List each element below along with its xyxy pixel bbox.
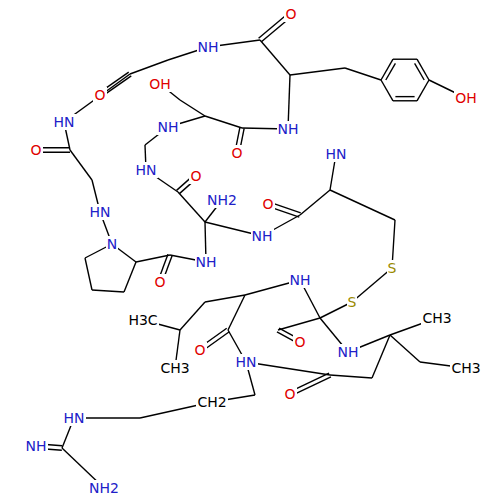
- bond-line: [278, 318, 320, 330]
- bond-line: [178, 192, 205, 222]
- bond-line: [130, 60, 168, 74]
- atom-label: HN: [135, 162, 158, 178]
- bond-line: [395, 96, 414, 97]
- atom-label: OH: [454, 90, 478, 106]
- atom-label: S: [387, 260, 398, 276]
- atom-label: NH: [277, 121, 300, 137]
- bond-line: [390, 335, 420, 362]
- bond-line: [345, 68, 381, 80]
- atom-label: O: [193, 342, 206, 358]
- atom-label: HN: [89, 204, 112, 220]
- bond-line: [372, 335, 390, 378]
- bond-line: [180, 302, 205, 330]
- bond-line: [205, 116, 242, 128]
- bond-line: [393, 100, 417, 101]
- bond-line: [70, 150, 92, 180]
- atom-label: NH: [197, 39, 220, 55]
- atom-label: NH: [195, 254, 218, 270]
- atom-label: S: [347, 294, 358, 310]
- atom-label: NH: [251, 228, 274, 244]
- atom-label: NH2: [88, 480, 120, 496]
- bond-line: [381, 80, 393, 101]
- atom-label: CH3: [450, 360, 481, 376]
- atom-label: OH: [148, 76, 172, 92]
- atom-label: HN: [235, 354, 258, 370]
- bond-line: [92, 290, 124, 292]
- bond-line: [393, 59, 417, 60]
- bond-line: [417, 80, 429, 101]
- bond-line: [205, 295, 245, 302]
- atom-label: O: [230, 145, 243, 161]
- atom-label: NH: [157, 119, 180, 135]
- bond-line: [228, 295, 245, 330]
- atom-label: O: [261, 196, 274, 212]
- atom-label: NH: [25, 438, 48, 454]
- atom-label: CH2: [196, 394, 227, 410]
- bond-line: [415, 63, 425, 80]
- bond-line: [386, 63, 396, 80]
- bond-line: [330, 375, 372, 378]
- atom-label: O: [189, 168, 202, 184]
- bond-line: [300, 190, 330, 215]
- bond-line: [246, 362, 330, 375]
- atom-label: O: [283, 386, 296, 402]
- atom-label: HN: [325, 146, 348, 162]
- bond-line: [260, 40, 290, 75]
- atom-label: O: [293, 334, 306, 350]
- atom-label: O: [29, 142, 42, 158]
- atom-label: NH: [289, 272, 312, 288]
- atom-label: HN: [53, 114, 76, 130]
- bond-line: [330, 190, 395, 220]
- atom-label: NH: [337, 344, 360, 360]
- bond-line: [290, 68, 345, 75]
- bond-line: [124, 262, 136, 292]
- bond-line: [291, 377, 331, 396]
- atom-label: CH3: [421, 310, 452, 326]
- atom-label: CH3: [159, 360, 190, 376]
- atom-label: O: [284, 6, 297, 22]
- atom-label: O: [93, 87, 106, 103]
- atom-label: N: [106, 236, 118, 252]
- bond-line: [180, 100, 205, 116]
- atom-label: O: [153, 274, 166, 290]
- atom-label: H3C: [127, 312, 158, 328]
- atom-label: NH2: [206, 192, 238, 208]
- bond-line: [85, 258, 92, 290]
- atom-label: HN: [63, 410, 86, 426]
